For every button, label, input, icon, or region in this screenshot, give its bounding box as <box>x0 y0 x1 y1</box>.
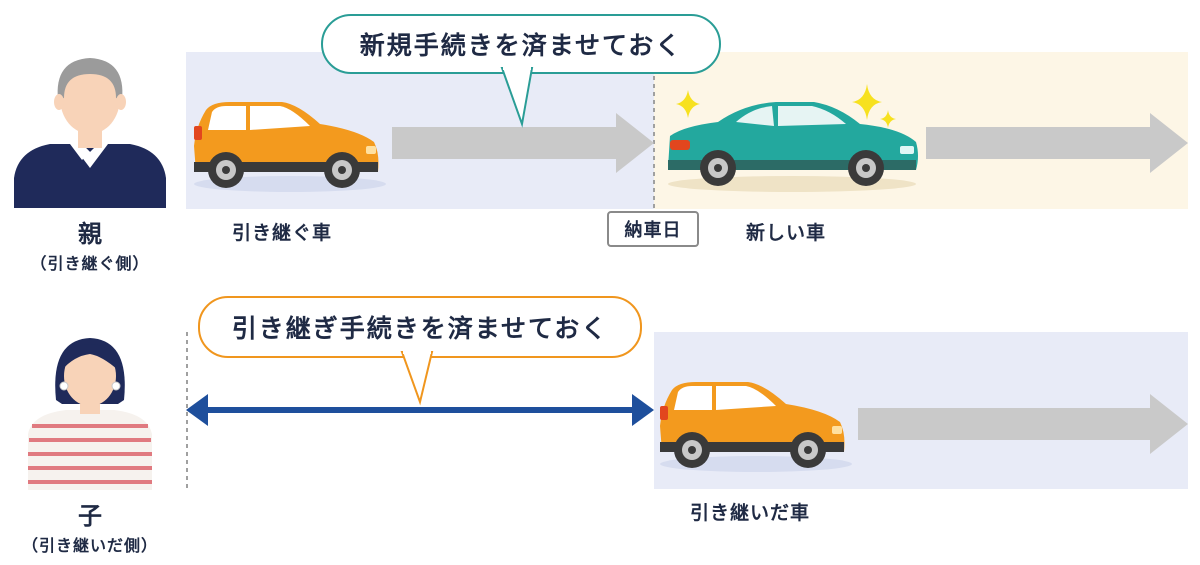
child-procedure-bubble: 引き継ぎ手続きを済ませておく <box>198 296 642 358</box>
parent-role-sub-label: （引き継ぐ側） <box>30 254 150 273</box>
sparkle-icon <box>880 110 896 128</box>
child-start-dashed-line <box>186 332 188 492</box>
parent-new-car-label: 新しい車 <box>746 222 827 244</box>
delivery-day-dashed-line <box>653 52 655 212</box>
parent-procedure-bubble: 新規手続きを済ませておく <box>321 14 721 74</box>
parent-old-car-label: 引き継ぐ車 <box>232 222 333 244</box>
parent-new-car-icon <box>668 102 918 192</box>
child-car-icon <box>660 382 852 472</box>
parent-old-car-icon <box>194 102 386 192</box>
child-procedure-text: 引き継ぎ手続きを済ませておく <box>231 314 609 343</box>
child-person-icon <box>28 338 152 490</box>
parent-person-icon <box>14 58 166 208</box>
delivery-day-badge: 納車日 <box>607 211 699 247</box>
parent-timeline-arrow-2 <box>926 113 1188 173</box>
child-role-label: 子 <box>78 502 102 530</box>
child-role-sub-label: （引き継いだ側） <box>21 536 158 555</box>
sparkle-icon <box>852 84 882 120</box>
parent-bubble-tail <box>500 66 534 128</box>
child-timeline-arrow <box>858 394 1188 454</box>
transfer-period-double-arrow <box>186 394 654 426</box>
sparkle-icon <box>676 90 700 118</box>
delivery-day-label: 納車日 <box>624 220 682 241</box>
child-bubble-tail <box>400 350 434 406</box>
parent-role-label: 親 <box>78 220 102 248</box>
parent-timeline-arrow-1 <box>392 113 654 173</box>
child-car-label: 引き継いだ車 <box>690 502 811 524</box>
parent-procedure-text: 新規手続きを済ませておく <box>359 31 683 60</box>
